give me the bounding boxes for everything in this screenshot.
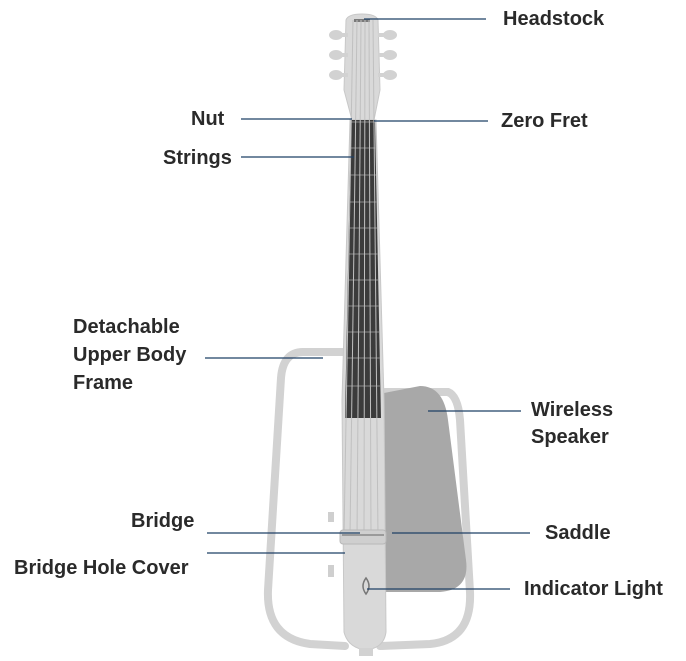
- bridge-knob-top: [328, 512, 334, 522]
- label-frame-line2: Upper Body: [73, 344, 187, 366]
- strings: [343, 19, 379, 537]
- fretboard: [345, 120, 381, 418]
- label-frame-line3: Frame: [73, 372, 134, 394]
- leader-lines: [205, 18, 530, 590]
- wireless-speaker: [384, 386, 467, 592]
- end-pin: [359, 648, 373, 656]
- label-frame-line1: Detachable: [73, 316, 180, 338]
- tuning-pegs: [329, 30, 397, 80]
- headstock-logo: [354, 19, 370, 22]
- label-saddle: Saddle: [545, 522, 611, 544]
- label-zero-fret: Zero Fret: [501, 110, 588, 132]
- label-bridge-hole-cover: Bridge Hole Cover: [14, 557, 189, 579]
- label-headstock: Headstock: [503, 8, 605, 30]
- label-wireless-line2: Speaker: [531, 426, 609, 448]
- label-wireless-line1: Wireless: [531, 399, 614, 421]
- headstock-shape: [343, 13, 381, 121]
- bridge: [339, 529, 387, 545]
- label-bridge: Bridge: [131, 510, 195, 532]
- upper-body-frame-right: [376, 388, 475, 650]
- bridge-knob-bottom: [328, 565, 334, 577]
- indicator-light: [362, 576, 370, 596]
- upper-body-frame: [263, 348, 349, 650]
- label-strings: Strings: [163, 147, 232, 169]
- label-nut: Nut: [191, 108, 225, 130]
- label-indicator-light: Indicator Light: [524, 578, 663, 600]
